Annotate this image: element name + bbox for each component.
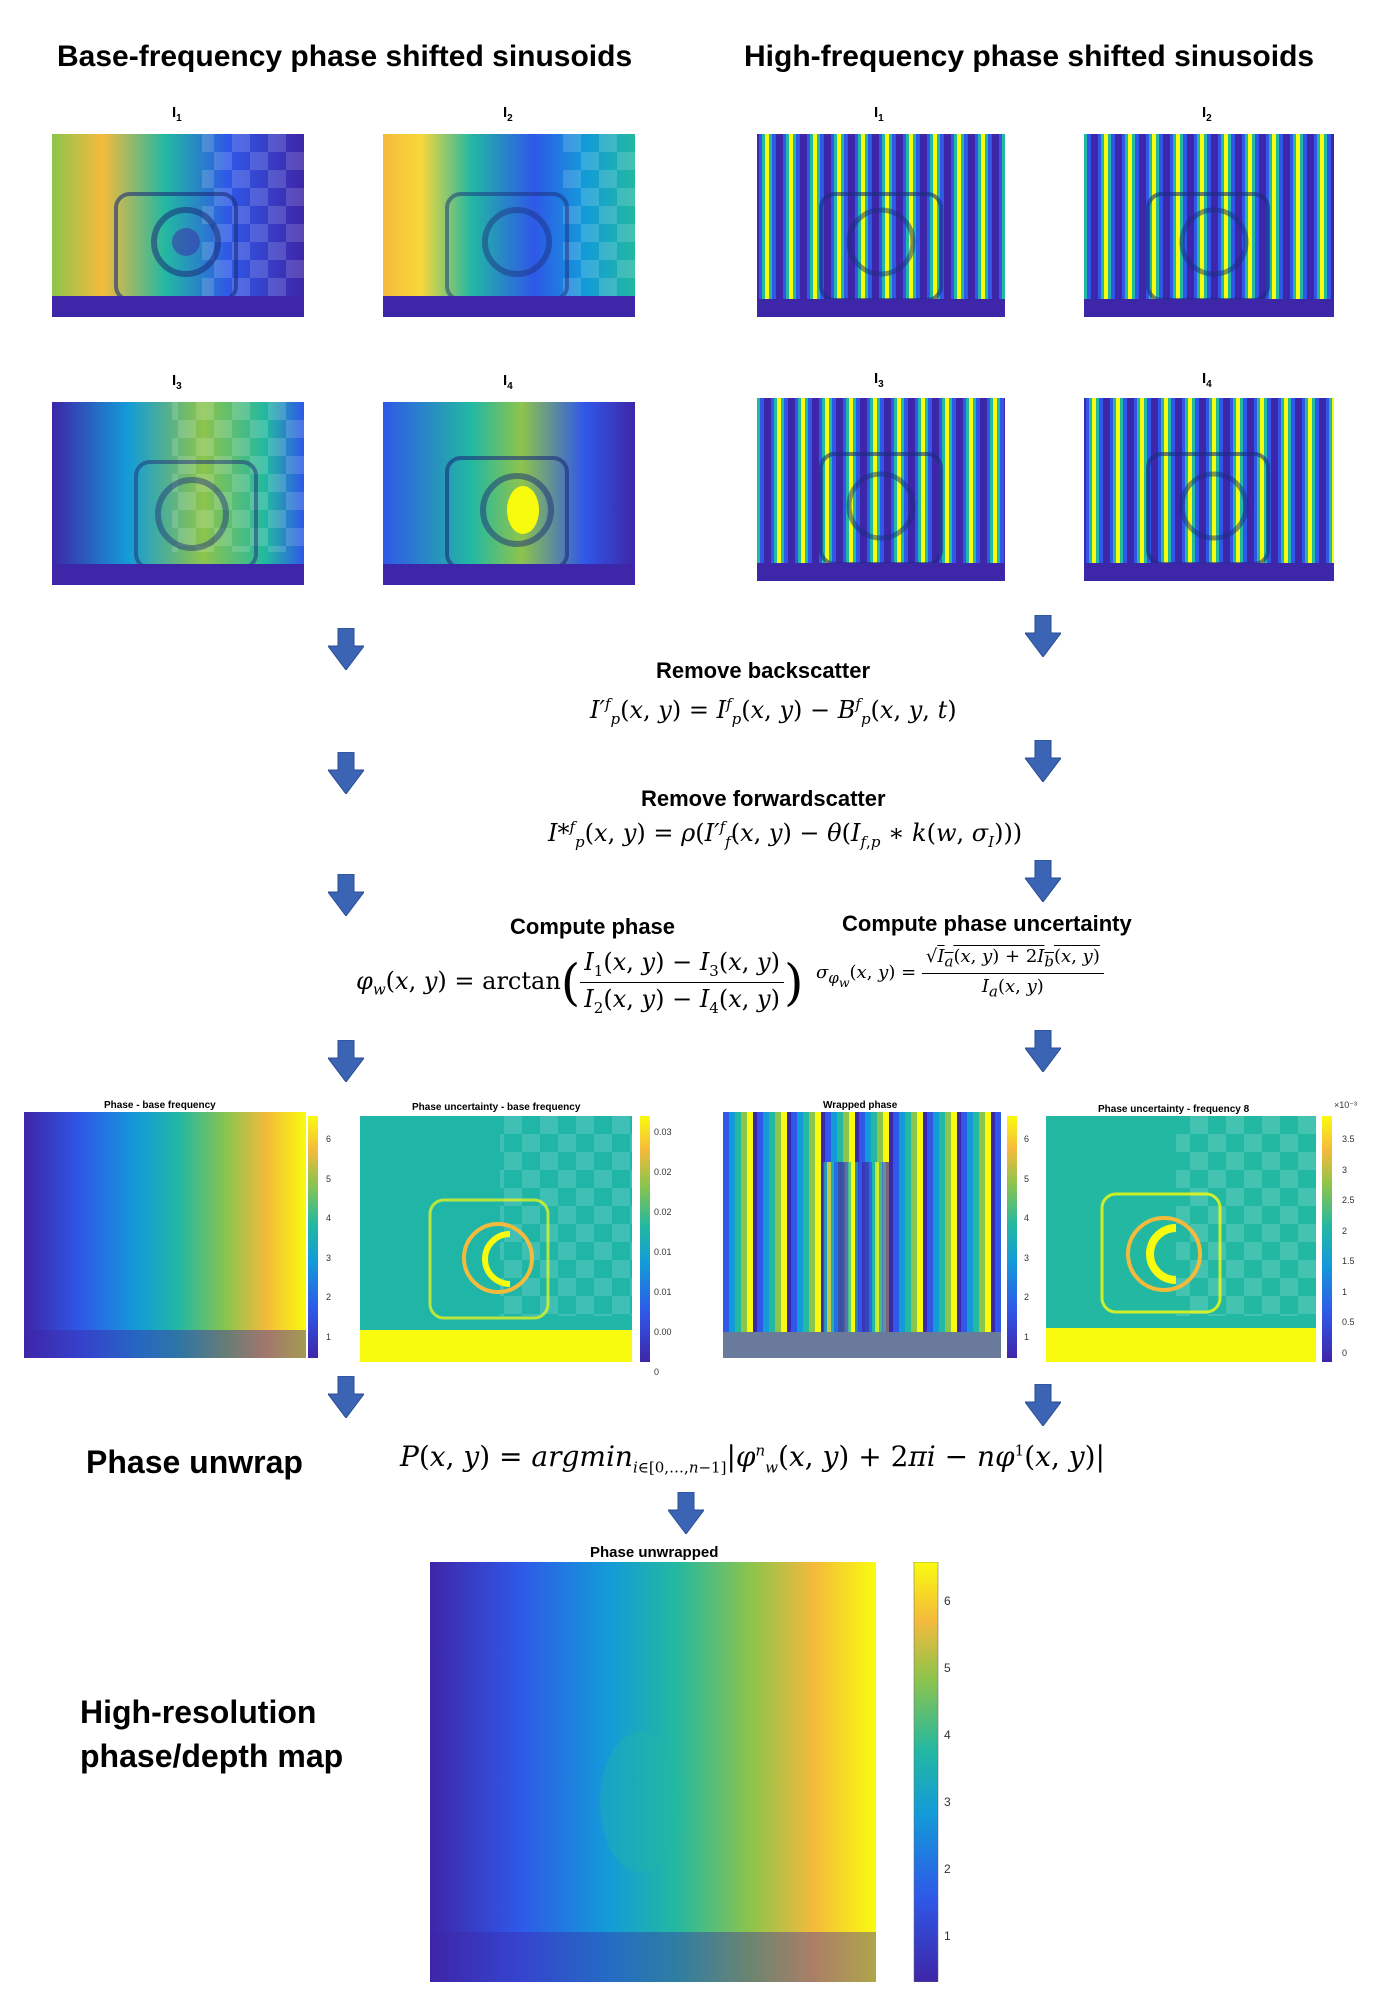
uncertainty-base-frequency-map [360, 1116, 650, 1362]
equation-backscatter: I′fp(x, y) = Ifp(x, y) − Bfp(x, y, t) [590, 695, 957, 728]
final-label-line1: High-resolution [80, 1694, 317, 1730]
wrapped-phase-map [723, 1112, 1017, 1358]
base-sinusoid-i3-image [52, 402, 304, 585]
panel-title-wrapped-phase: Wrapped phase [823, 1100, 898, 1111]
down-arrow-icon [328, 1040, 364, 1082]
label-high-i4: I4 [1202, 370, 1212, 390]
label-high-i2: I2 [1202, 104, 1212, 124]
down-arrow-icon [1025, 1030, 1061, 1072]
phase-unwrapped-map [430, 1562, 939, 1982]
high-frequency-heading: High-frequency phase shifted sinusoids [744, 40, 1315, 73]
label-base-i1: I1 [172, 104, 182, 124]
panel-title-uncertainty-base: Phase uncertainty - base frequency [412, 1102, 581, 1113]
down-arrow-icon [328, 752, 364, 794]
phase-base-frequency-map [24, 1112, 318, 1358]
colorbar-ticks-phase-base: 6 5 4 3 2 1 [326, 1134, 332, 1342]
colorbar-ticks-uncertainty-f8: 3.5 3 2.5 2 1.5 1 0.5 0 [1342, 1134, 1355, 1358]
down-arrow-icon [328, 1376, 364, 1418]
phase-unwrap-label: Phase unwrap [86, 1444, 303, 1480]
equation-phase-uncertainty: σφw(x, y) = √Ia(x, y) + 2Ib(x, y)Ia(x, y… [816, 946, 1104, 1000]
base-frequency-heading: Base-frequency phase shifted sinusoids [57, 40, 633, 73]
down-arrow-icon [668, 1492, 704, 1534]
step-compute-phase: Compute phase [510, 914, 676, 939]
step-remove-backscatter: Remove backscatter [656, 658, 871, 683]
label-high-i1: I1 [874, 104, 884, 124]
final-label-line2: phase/depth map [80, 1738, 344, 1774]
label-base-i2: I2 [503, 104, 513, 124]
down-arrow-icon [1025, 740, 1061, 782]
uncertainty-f8-map [1046, 1116, 1332, 1362]
label-base-i4: I4 [503, 372, 513, 392]
equation-phase-unwrap: P(x, y) = argmini∈[0,…,n−1]|φnw(x, y) + … [400, 1440, 1105, 1477]
panel-title-uncertainty-f8: Phase uncertainty - frequency 8 [1098, 1104, 1250, 1115]
colorbar-ticks-wrapped-phase: 6 5 4 3 2 1 [1024, 1134, 1030, 1342]
panel-title-phase-base: Phase - base frequency [104, 1100, 216, 1111]
equation-forwardscatter: I*fp(x, y) = ρ(I′ff(x, y) − θ(If,p ∗ k(w… [548, 818, 1023, 851]
equation-phase: φw(x, y) = arctan(I1(x, y) − I3(x, y)I2(… [356, 948, 804, 1017]
base-sinusoid-i4-image [383, 402, 635, 585]
step-compute-phase-uncertainty: Compute phase uncertainty [842, 911, 1132, 936]
down-arrow-icon [328, 874, 364, 916]
down-arrow-icon [1025, 860, 1061, 902]
base-sinusoid-i1-image [52, 134, 304, 317]
high-sinusoid-i4-image [1084, 398, 1334, 581]
high-sinusoid-i2-image [1084, 134, 1334, 317]
colorbar-ticks-uncertainty-base: 0.03 0.02 0.02 0.01 0.01 0.00 0 [654, 1127, 672, 1377]
final-panel-title: Phase unwrapped [590, 1544, 719, 1561]
label-high-i3: I3 [874, 370, 884, 390]
high-sinusoid-i1-image [757, 134, 1005, 317]
down-arrow-icon [1025, 615, 1061, 657]
label-base-i3: I3 [172, 372, 182, 392]
colorbar-exponent: ×10⁻³ [1334, 1100, 1358, 1110]
base-sinusoid-i2-image [383, 134, 635, 317]
down-arrow-icon [1025, 1384, 1061, 1426]
step-remove-forwardscatter: Remove forwardscatter [641, 786, 886, 811]
colorbar-ticks-final: 6 5 4 3 2 1 [944, 1594, 951, 1943]
down-arrow-icon [328, 628, 364, 670]
high-sinusoid-i3-image [757, 398, 1005, 581]
